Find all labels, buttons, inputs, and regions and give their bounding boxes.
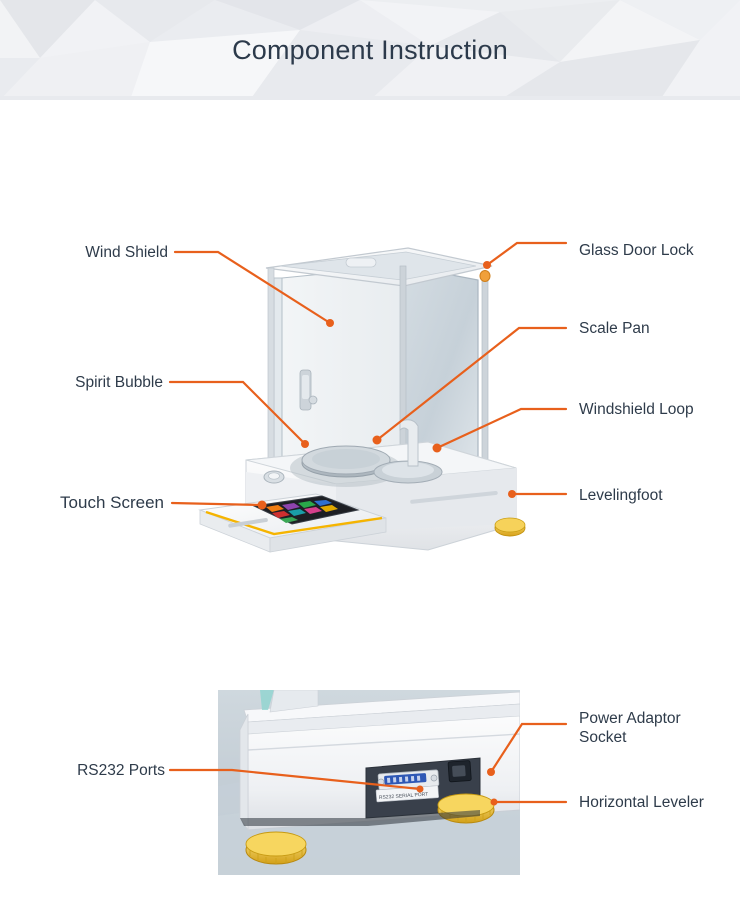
header-polygon-pattern xyxy=(0,0,740,100)
balance-rear-photo: RS232 SERIAL PORT xyxy=(218,690,520,875)
screen-tiles xyxy=(266,500,338,523)
label-spirit-bubble: Spirit Bubble xyxy=(75,374,163,391)
label-rs232-ports: RS232 Ports xyxy=(77,762,165,779)
label-glass-door-lock: Glass Door Lock xyxy=(579,242,694,259)
balance-rear-illustration: RS232 SERIAL PORT xyxy=(218,690,520,875)
leveling-foot-right xyxy=(437,793,495,824)
leveling-foot-left xyxy=(245,831,307,865)
label-levelingfoot: Levelingfoot xyxy=(579,487,663,504)
label-power-adaptor-socket: Power Adaptor Socket xyxy=(579,710,681,746)
label-horizontal-leveler: Horizontal Leveler xyxy=(579,794,704,811)
page-title: Component Instruction xyxy=(232,35,508,65)
page-header: Component Instruction xyxy=(0,0,740,100)
label-wind-shield: Wind Shield xyxy=(85,244,168,261)
label-touch-screen: Touch Screen xyxy=(60,493,164,512)
label-windshield-loop: Windshield Loop xyxy=(579,401,694,418)
label-scale-pan: Scale Pan xyxy=(579,320,650,337)
balance-front-illustration xyxy=(198,247,526,553)
rs232-plate-text: RS232 SERIAL PORT xyxy=(379,792,429,801)
